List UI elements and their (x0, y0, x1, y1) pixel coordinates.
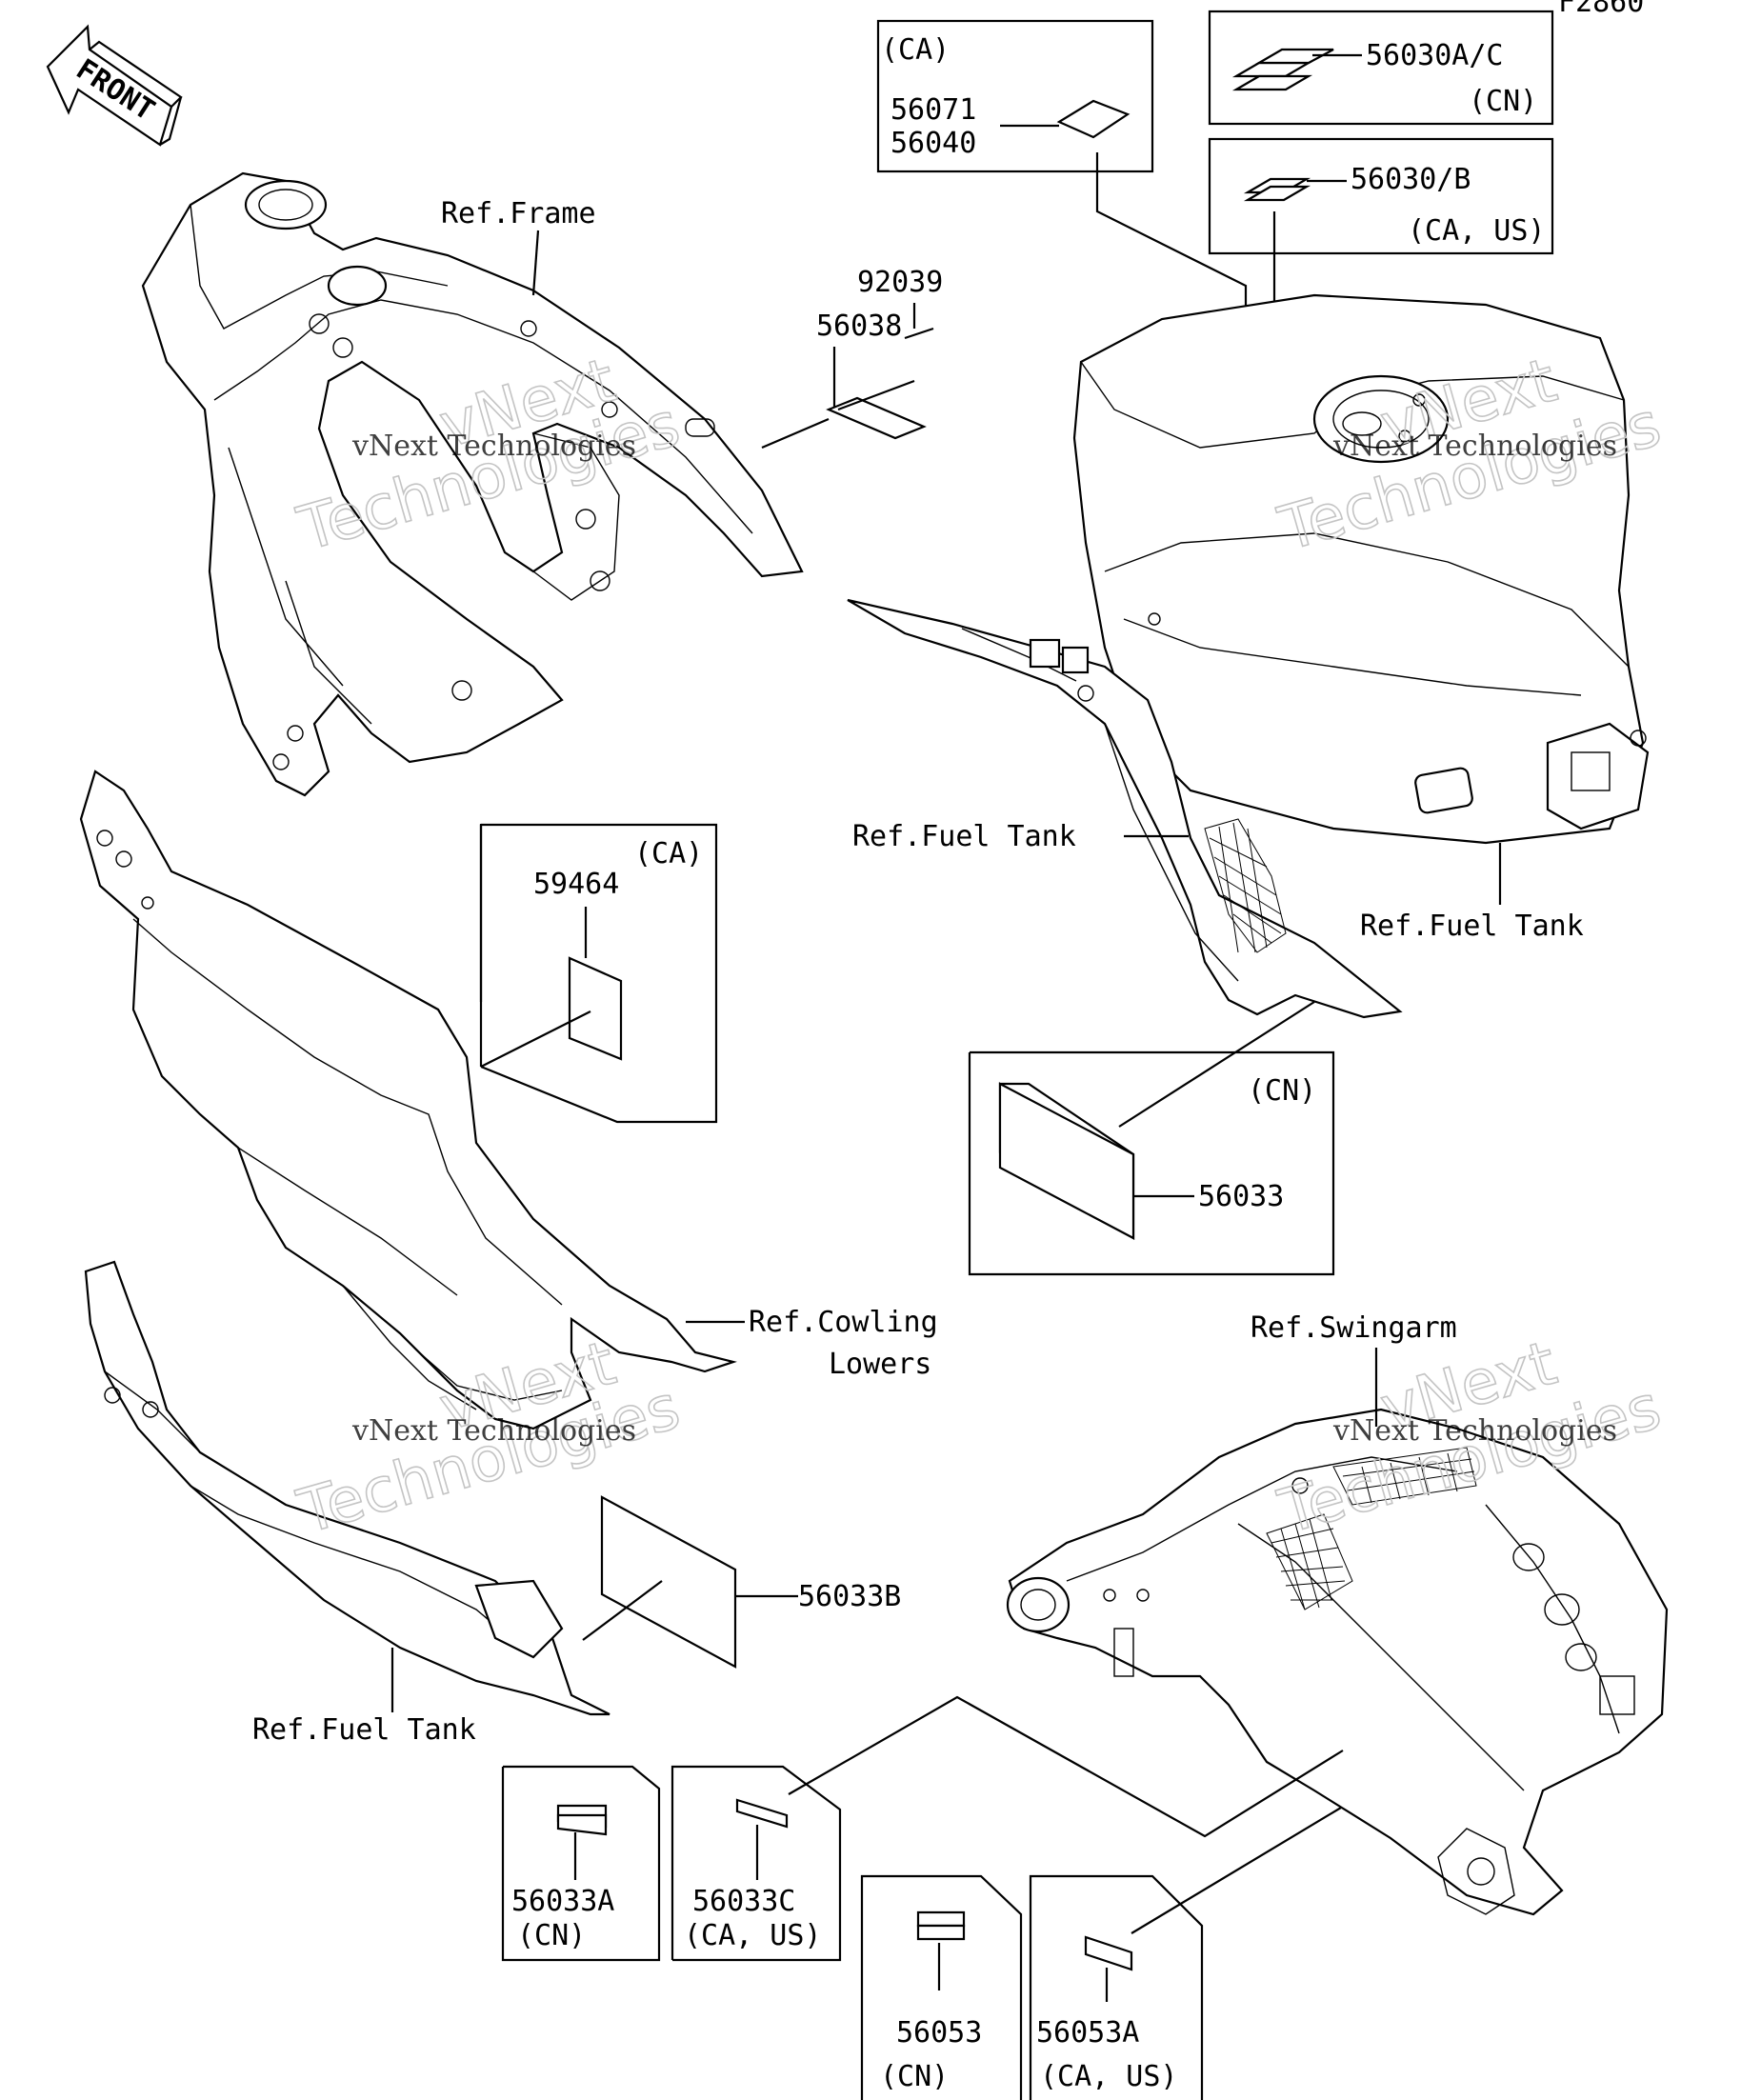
ref-swingarm-label: Ref.Swingarm (1251, 1311, 1457, 1345)
ref-fuel-tank-right: Ref.Fuel Tank (1360, 910, 1584, 943)
part-56033c: 56033C (692, 1885, 795, 1918)
tank-side-cover-lower (84, 1260, 610, 1716)
label-sticker-56030ac-a (1231, 61, 1313, 78)
part-56033b: 56033B (798, 1580, 901, 1613)
part-56030b: 56030/B (1351, 163, 1471, 196)
caus-56033c-region: (CA, US) (684, 1919, 822, 1952)
label-sticker-56053a (1084, 1935, 1133, 1971)
cowling-lowers-drawing (79, 770, 737, 1430)
cn-label-box (1208, 10, 1554, 126)
ref-cowling-line2: Lowers (829, 1348, 931, 1381)
cn-56033-region: (CN) (1248, 1074, 1316, 1108)
part-56038: 56038 (816, 310, 902, 343)
caus-56053a-region: (CA, US) (1040, 2060, 1178, 2093)
svg-text:vNext Technologies: vNext Technologies (351, 430, 636, 463)
ref-fuel-tank-bottom: Ref.Fuel Tank (252, 1713, 476, 1747)
part-56033a: 56033A (511, 1885, 614, 1918)
part-56071: 56071 (891, 93, 976, 127)
cn-56053-region: (CN) (880, 2060, 949, 2093)
label-sticker-56071 (1056, 99, 1131, 139)
swingarm-drawing (1006, 1408, 1669, 1916)
part-56053a: 56053A (1036, 2016, 1139, 2050)
label-sticker-59464 (568, 956, 623, 1061)
fuel-tank-drawing (1072, 293, 1650, 845)
caus-label-box (1208, 137, 1554, 255)
fuel-tank-side-cover (847, 598, 1403, 1019)
ref-fuel-tank-mid: Ref.Fuel Tank (852, 820, 1076, 853)
cn-box-region: (CN) (1469, 85, 1537, 118)
part-56053: 56053 (896, 2016, 982, 2050)
svg-text:vNext Technologies: vNext Technologies (351, 1414, 636, 1448)
caus-box-region: (CA, US) (1408, 214, 1546, 248)
part-56030ac: 56030A/C (1366, 39, 1504, 72)
svg-text:vNext Technologies: vNext Technologies (1332, 1414, 1617, 1448)
part-92039: 92039 (857, 266, 943, 299)
part-56040: 56040 (891, 127, 976, 160)
grip-tube-56038 (826, 327, 934, 440)
ca-59464-region: (CA) (634, 837, 703, 870)
label-sticker-56033b (600, 1495, 737, 1669)
figure-code: F2860 (1558, 0, 1644, 19)
ca-box-region: (CA) (881, 33, 950, 67)
part-59464: 59464 (533, 868, 619, 901)
ca-label-box (876, 19, 1154, 173)
front-arrow-icon: FRONT (46, 24, 183, 147)
part-56033: 56033 (1198, 1180, 1284, 1213)
svg-text:vNext Technologies: vNext Technologies (1332, 430, 1617, 463)
label-sticker-56053 (916, 1910, 966, 1928)
ref-frame-label: Ref.Frame (441, 197, 596, 230)
label-sticker-56033c (735, 1798, 789, 1829)
cn-56033a-region: (CN) (517, 1919, 586, 1952)
frame-drawing (141, 171, 804, 797)
ref-cowling-line1: Ref.Cowling (749, 1306, 938, 1339)
